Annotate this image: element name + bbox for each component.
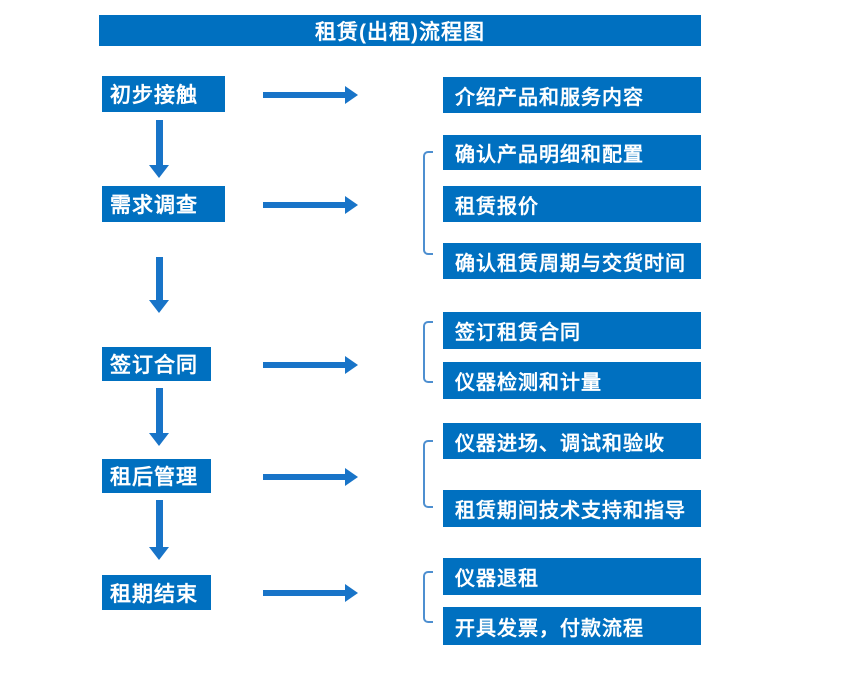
right-arrow-stage1 bbox=[263, 86, 358, 104]
stage-box-initial-contact: 初步接触 bbox=[102, 76, 225, 112]
detail-box-introduce-products: 介绍产品和服务内容 bbox=[443, 77, 701, 113]
diagram-title: 租赁(出租)流程图 bbox=[99, 15, 701, 46]
detail-box-technical-support: 租赁期间技术支持和指导 bbox=[443, 490, 701, 527]
right-arrow-stage4 bbox=[263, 468, 358, 486]
stage-box-demand-survey: 需求调查 bbox=[102, 186, 225, 222]
arrow-shaft bbox=[155, 500, 163, 547]
detail-box-instrument-testing: 仪器检测和计量 bbox=[443, 362, 701, 399]
stage-box-sign-contract: 签订合同 bbox=[102, 347, 211, 381]
arrow-head-icon bbox=[149, 547, 169, 560]
down-arrow-stage3-to-4 bbox=[149, 388, 169, 446]
group-bracket-stage3 bbox=[423, 321, 433, 383]
detail-box-rental-quotation: 租赁报价 bbox=[443, 186, 701, 222]
arrow-head-icon bbox=[149, 433, 169, 446]
arrow-shaft bbox=[263, 202, 345, 208]
group-bracket-stage5 bbox=[423, 571, 433, 623]
detail-box-confirm-product-config: 确认产品明细和配置 bbox=[443, 135, 701, 170]
right-arrow-stage3 bbox=[263, 356, 358, 374]
stage-box-lease-end: 租期结束 bbox=[102, 575, 211, 610]
arrow-shaft bbox=[155, 257, 163, 300]
arrow-shaft bbox=[155, 388, 163, 433]
arrow-head-icon bbox=[149, 300, 169, 313]
down-arrow-stage4-to-5 bbox=[149, 500, 169, 560]
down-arrow-stage2-to-3 bbox=[149, 257, 169, 313]
detail-box-invoice-payment: 开具发票，付款流程 bbox=[443, 607, 701, 645]
arrow-head-icon bbox=[345, 86, 358, 104]
arrow-shaft bbox=[263, 474, 345, 480]
arrow-head-icon bbox=[345, 356, 358, 374]
right-arrow-stage2 bbox=[263, 196, 358, 214]
detail-box-instrument-return: 仪器退租 bbox=[443, 558, 701, 595]
right-arrow-stage5 bbox=[263, 584, 358, 602]
detail-box-confirm-period-delivery: 确认租赁周期与交货时间 bbox=[443, 243, 701, 279]
arrow-shaft bbox=[263, 92, 345, 98]
arrow-head-icon bbox=[345, 584, 358, 602]
arrow-head-icon bbox=[345, 196, 358, 214]
group-bracket-stage2 bbox=[423, 151, 433, 255]
arrow-shaft bbox=[263, 362, 345, 368]
group-bracket-stage4 bbox=[423, 440, 433, 508]
detail-box-sign-rental-contract: 签订租赁合同 bbox=[443, 312, 701, 349]
down-arrow-stage1-to-2 bbox=[149, 120, 169, 178]
detail-box-instrument-setup-acceptance: 仪器进场、调试和验收 bbox=[443, 423, 701, 459]
arrow-head-icon bbox=[149, 165, 169, 178]
arrow-shaft bbox=[155, 120, 163, 165]
arrow-shaft bbox=[263, 590, 345, 596]
stage-box-post-rental-management: 租后管理 bbox=[102, 459, 211, 493]
arrow-head-icon bbox=[345, 468, 358, 486]
